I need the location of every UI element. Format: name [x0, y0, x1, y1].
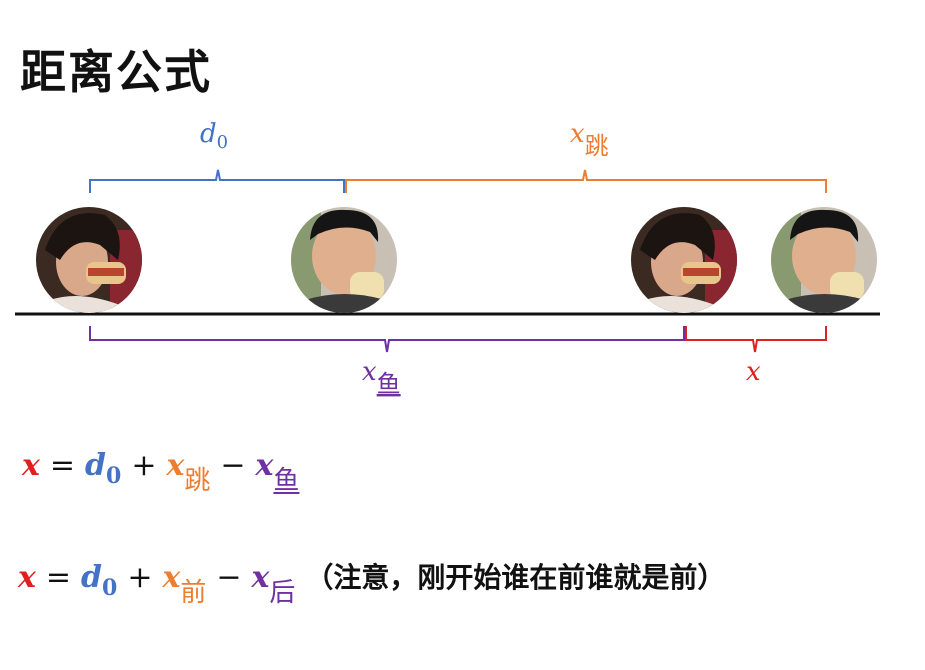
d0-brace	[90, 170, 344, 193]
formula1-x3: x	[256, 448, 274, 483]
formula1-x: x	[22, 448, 40, 483]
formula2-minus: −	[206, 560, 251, 595]
xyu-brace	[90, 326, 684, 352]
formula1-d-sub: 0	[106, 463, 121, 489]
formula1-d: d	[85, 448, 106, 483]
xyu-label: x鱼	[362, 357, 401, 398]
formula1-x2-sub: 跳	[184, 466, 210, 496]
formula1-minus: −	[210, 448, 255, 483]
formula1-plus: +	[121, 448, 166, 483]
formula2-x3: x	[252, 560, 270, 595]
formula-tiao-yu: x=d0+x跳−x鱼	[22, 446, 299, 483]
formula1-x2: x	[166, 448, 184, 483]
d0-label: d0	[200, 119, 228, 153]
girl-photo-end	[631, 207, 745, 320]
boy-photo-start	[291, 207, 397, 320]
formula1-x3-sub: 鱼	[273, 466, 299, 496]
formula2-x: x	[18, 560, 36, 595]
girl-photo-start	[36, 207, 150, 320]
formula2-d: d	[81, 560, 102, 595]
formula2-note: （注意，刚开始谁在前谁就是前）	[305, 561, 725, 594]
formula2-x2-sub: 前	[180, 578, 206, 608]
xtiao-brace	[346, 170, 826, 193]
x-label: x	[746, 357, 761, 387]
xtiao-label: x跳	[570, 119, 609, 160]
boy-photo-end	[771, 207, 877, 320]
formula2-d-sub: 0	[102, 575, 117, 601]
formula-qian-hou: x=d0+x前−x后（注意，刚开始谁在前谁就是前）	[18, 556, 725, 596]
formula2-x2: x	[162, 560, 180, 595]
formula2-plus: +	[117, 560, 162, 595]
formula2-x3-sub: 后	[269, 578, 295, 608]
formula2-eq: =	[36, 560, 81, 595]
formula1-eq: =	[40, 448, 85, 483]
x-brace	[686, 326, 826, 352]
